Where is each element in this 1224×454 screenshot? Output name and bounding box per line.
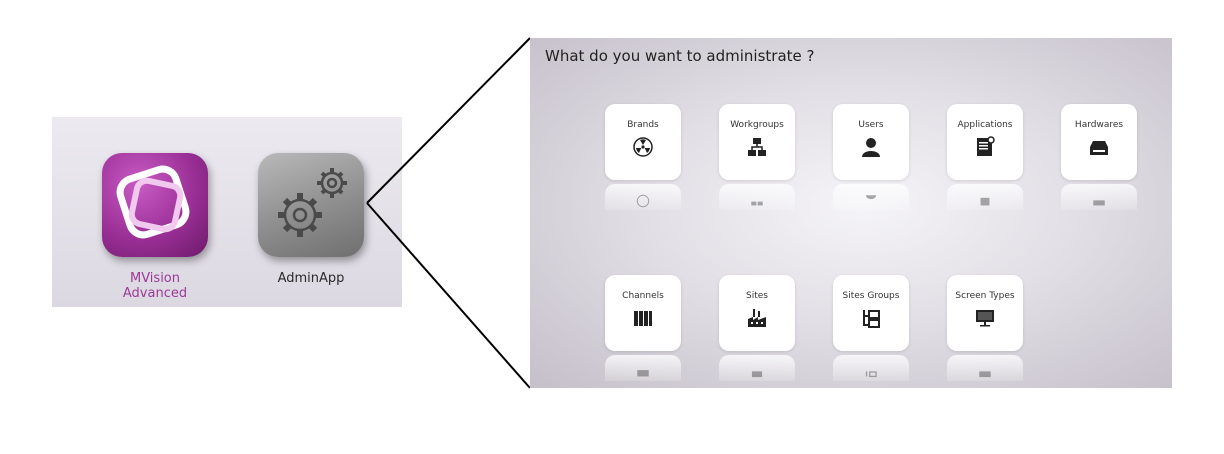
admin-screen: What do you want to administrate ? Brand… [530,38,1172,388]
tile-label: Channels [622,291,664,301]
mvision-advanced-label: MVision Advanced [122,271,188,301]
tile-sites-groups-reflection [833,355,909,381]
tile-brands[interactable]: Brands [605,104,681,180]
zoom-line-bottom [366,202,531,389]
tile-label: Applications [957,120,1013,130]
tile-users-reflection [833,184,909,210]
zoom-line-top [366,37,531,204]
tile-label: Sites [746,291,768,301]
factory-icon [748,309,766,327]
tile-workgroups[interactable]: Workgroups [719,104,795,180]
tile-applications[interactable]: Applications [947,104,1023,180]
tile-sites-reflection [719,355,795,381]
adminapp-label: AdminApp [277,271,345,286]
tile-users[interactable]: Users [833,104,909,180]
tile-hardwares-reflection [1061,184,1137,210]
hardware-device-icon [1090,141,1108,155]
tile-label: Workgroups [730,120,784,130]
tile-screen-types[interactable]: Screen Types [947,275,1023,351]
tile-label: Brands [627,120,659,130]
app-launcher-panel: MVision Advanced [52,117,402,307]
radiation-icon [633,137,653,157]
tile-label: Users [858,120,884,130]
tile-label: Screen Types [955,291,1015,301]
tile-sites[interactable]: Sites [719,275,795,351]
tile-applications-reflection [947,184,1023,210]
tile-workgroups-reflection [719,184,795,210]
tile-screen-types-reflection [947,355,1023,381]
tile-label: Hardwares [1074,120,1124,130]
mvision-logo-icon [102,153,208,257]
user-icon [862,138,880,157]
mvision-advanced-app[interactable]: MVision Advanced [100,153,210,301]
tile-sites-groups[interactable]: Sites Groups [833,275,909,351]
tile-brands-reflection [605,184,681,210]
adminapp-app[interactable]: AdminApp [256,153,366,286]
org-chart-icon [748,138,766,156]
admin-title: What do you want to administrate ? [545,47,815,65]
tile-hardwares[interactable]: Hardwares [1061,104,1137,180]
gears-icon [258,153,364,257]
tile-channels[interactable]: Channels [605,275,681,351]
hierarchy-icon [863,310,880,328]
film-strip-icon [634,311,652,326]
tile-label: Sites Groups [842,291,900,301]
document-icon [977,136,995,156]
monitor-icon [976,310,994,327]
tile-channels-reflection [605,355,681,381]
